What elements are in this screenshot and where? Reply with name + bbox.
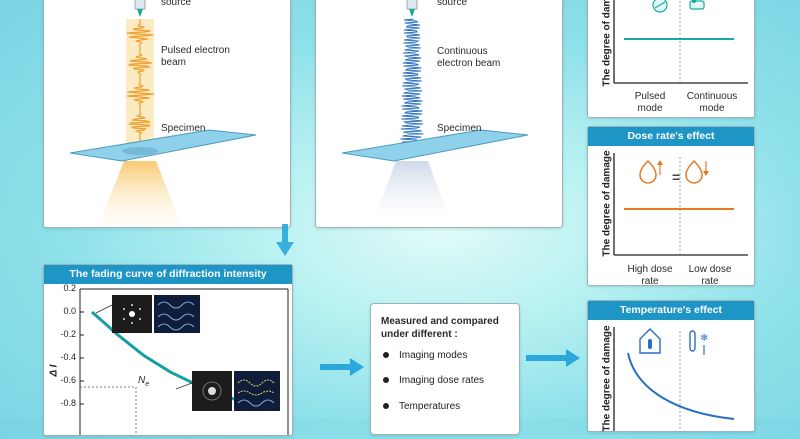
continuous-mode-icon	[689, 0, 705, 10]
svg-text:❄: ❄	[700, 333, 708, 344]
temperature-panel: Temperature's effect ❄ The degree of dam…	[587, 300, 755, 432]
temperature-ylabel: The degree of damage	[601, 325, 613, 432]
pulsed-beam-waveform	[127, 19, 154, 141]
imaging-mode-ylabel: The degree of damage	[601, 0, 613, 87]
right-arrow-icon	[320, 358, 364, 376]
continuous-specimen-label: Specimen	[437, 123, 482, 134]
temperature-chart: ❄	[613, 327, 735, 431]
pulsed-mode-icon	[652, 0, 668, 13]
y-tick-label: -0.2	[60, 329, 76, 339]
bullet-icon	[383, 377, 389, 384]
continuous-beam-waveform	[400, 18, 424, 152]
fading-curve-ylabel: Δ I	[48, 364, 60, 377]
pulsed-specimen-label: Specimen	[161, 123, 206, 134]
warm-house-icon	[639, 328, 661, 354]
y-tick-label: -0.6	[60, 375, 76, 385]
high-dose-rate-icon	[639, 159, 663, 184]
list-item-temperatures: Temperatures	[383, 401, 460, 412]
down-arrow-icon	[276, 224, 294, 256]
pulsed-beam-illustration	[69, 0, 257, 227]
fading-curve-title: The fading curve of diffraction intensit…	[44, 265, 292, 284]
ne-marker-label: Ne	[138, 375, 150, 388]
cold-thermometer-icon: ❄	[689, 330, 708, 355]
dose-rate-chart	[613, 153, 748, 256]
y-tick-label: -0.8	[60, 398, 76, 408]
imaging-mode-chart	[613, 0, 748, 84]
y-tick-label: -0.4	[60, 352, 76, 362]
low-dose-rate-icon	[685, 159, 709, 184]
right-arrow-icon-2	[526, 349, 580, 367]
crystal-structure-image-faded	[234, 371, 280, 411]
temperature-title: Temperature's effect	[588, 301, 754, 320]
list-item-imaging-modes: Imaging modes	[383, 350, 467, 361]
pulsed-source-label: source	[161, 0, 192, 8]
crystal-structure-image-initial	[154, 295, 200, 333]
list-item-imaging-dose-rates: Imaging dose rates	[383, 375, 484, 386]
bullet-icon	[383, 403, 389, 410]
continuous-beam-illustration	[341, 0, 529, 219]
dose-rate-ylabel: The degree of damage	[601, 150, 613, 257]
y-tick-label: 0.0	[63, 306, 76, 316]
dose-rate-panel: Dose rate's effect = The degree of damag…	[587, 126, 755, 287]
fading-curve-panel: The fading curve of diffraction intensit…	[43, 264, 293, 436]
dose-rate-title: Dose rate's effect	[588, 127, 754, 146]
dose-equals-sign: =	[672, 169, 681, 185]
diffraction-pattern-image-faded	[192, 371, 232, 411]
bullet-icon	[383, 352, 389, 359]
continuous-source-label: source	[437, 0, 468, 8]
temperature-damage-curve	[627, 352, 735, 420]
diffraction-pattern-image-initial	[112, 295, 152, 333]
fading-curve-chart	[79, 288, 289, 435]
y-tick-label: 0.2	[63, 283, 76, 293]
